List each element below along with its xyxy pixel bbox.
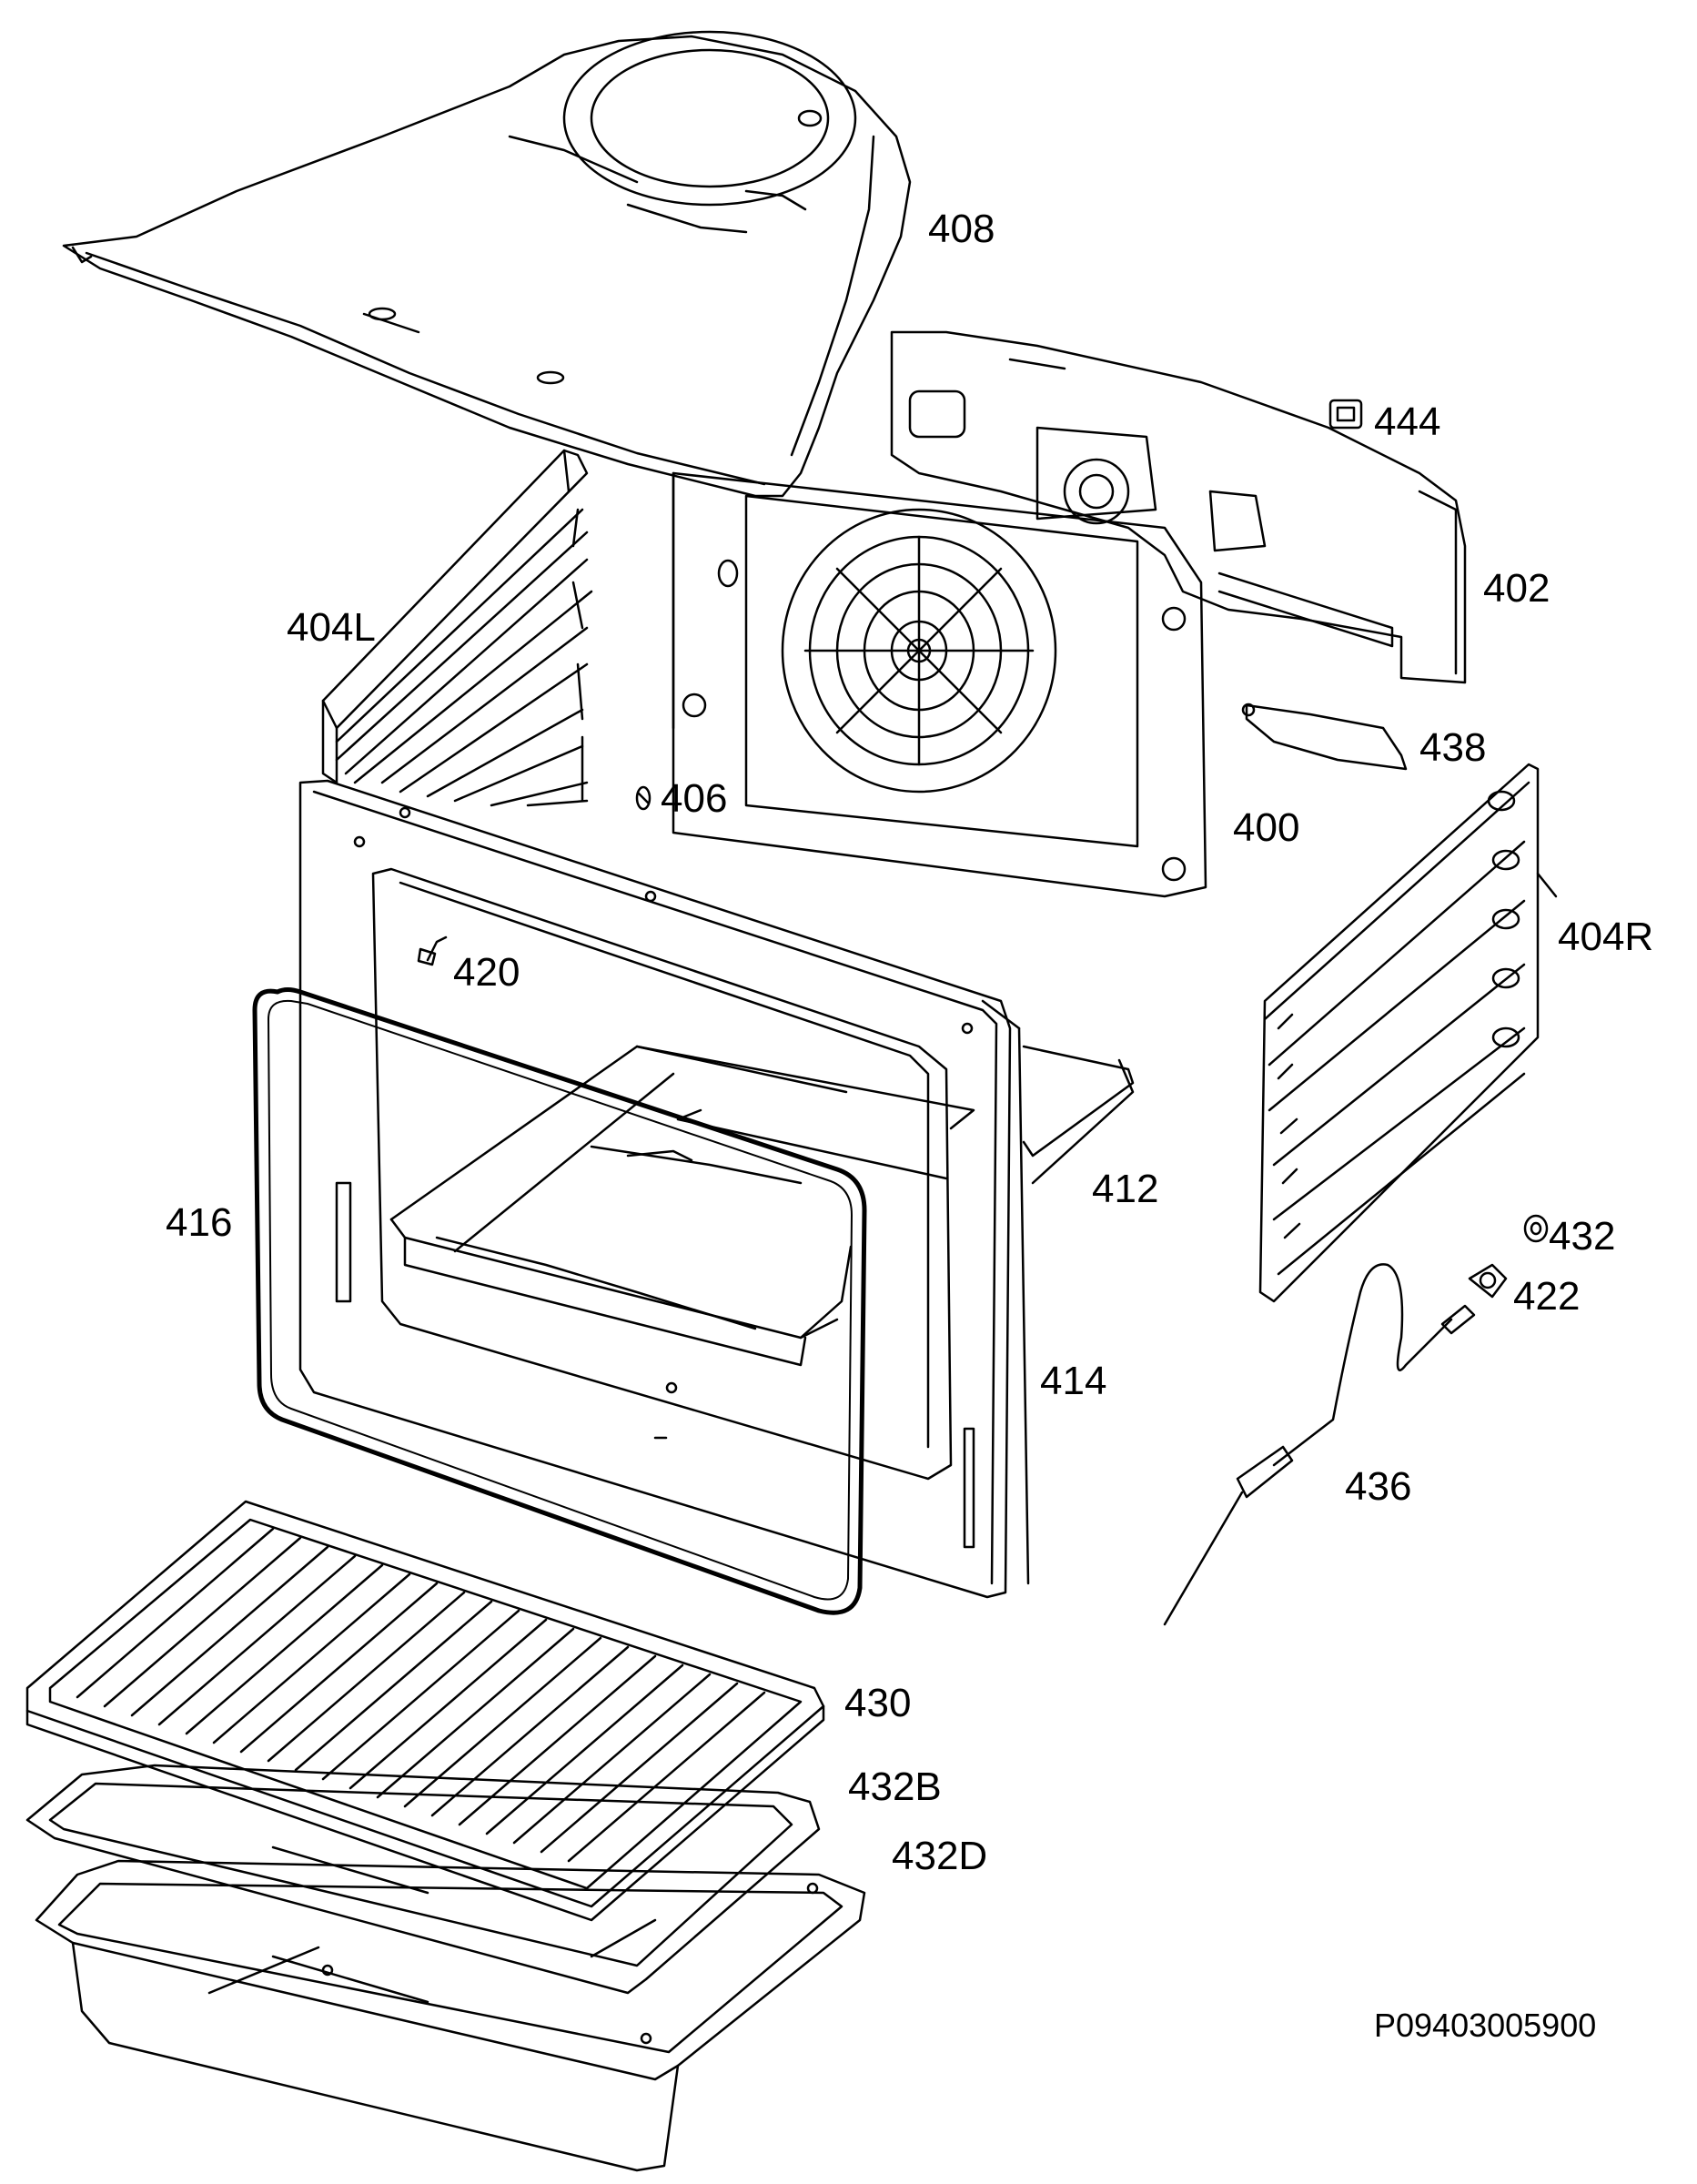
part-438 — [1243, 704, 1406, 769]
part-408-top-cover — [64, 32, 910, 496]
label-422: 422 — [1513, 1274, 1581, 1319]
label-432D: 432D — [892, 1834, 988, 1878]
label-412: 412 — [1092, 1167, 1159, 1211]
part-416-door-seal — [255, 990, 864, 1613]
part-436-meat-probe — [1165, 1264, 1474, 1624]
label-406: 406 — [661, 776, 728, 821]
part-420-screw — [419, 937, 446, 965]
part-432D-deep-pan — [36, 1861, 864, 2170]
part-412-cavity-rails — [391, 1046, 1133, 1365]
label-400: 400 — [1233, 805, 1300, 850]
label-404R: 404R — [1558, 915, 1654, 959]
part-402-rear-bracket — [892, 332, 1465, 682]
label-436: 436 — [1345, 1464, 1412, 1509]
label-430: 430 — [844, 1681, 912, 1725]
part-444 — [1330, 400, 1361, 428]
label-432: 432 — [1549, 1214, 1616, 1259]
label-444: 444 — [1374, 399, 1441, 444]
label-416: 416 — [166, 1200, 233, 1245]
label-420: 420 — [453, 950, 520, 995]
part-422-socket — [1470, 1265, 1506, 1297]
label-432B: 432B — [848, 1764, 942, 1809]
part-414-front-frame — [300, 781, 1028, 1597]
label-438: 438 — [1419, 725, 1487, 770]
drawing-code: P09403005900 — [1374, 2007, 1597, 2044]
part-400-back-panel — [673, 473, 1206, 896]
label-402: 402 — [1483, 566, 1551, 611]
part-430-wire-shelf — [27, 1502, 823, 1920]
part-406 — [637, 787, 650, 809]
part-404R-right-shelf-support — [1260, 764, 1556, 1301]
label-414: 414 — [1040, 1359, 1107, 1403]
label-404L: 404L — [287, 605, 376, 650]
label-408: 408 — [928, 207, 995, 251]
part-432B-tray — [27, 1765, 819, 1993]
part-432-nut — [1525, 1216, 1547, 1241]
part-404L-left-shelf-support — [323, 450, 591, 805]
